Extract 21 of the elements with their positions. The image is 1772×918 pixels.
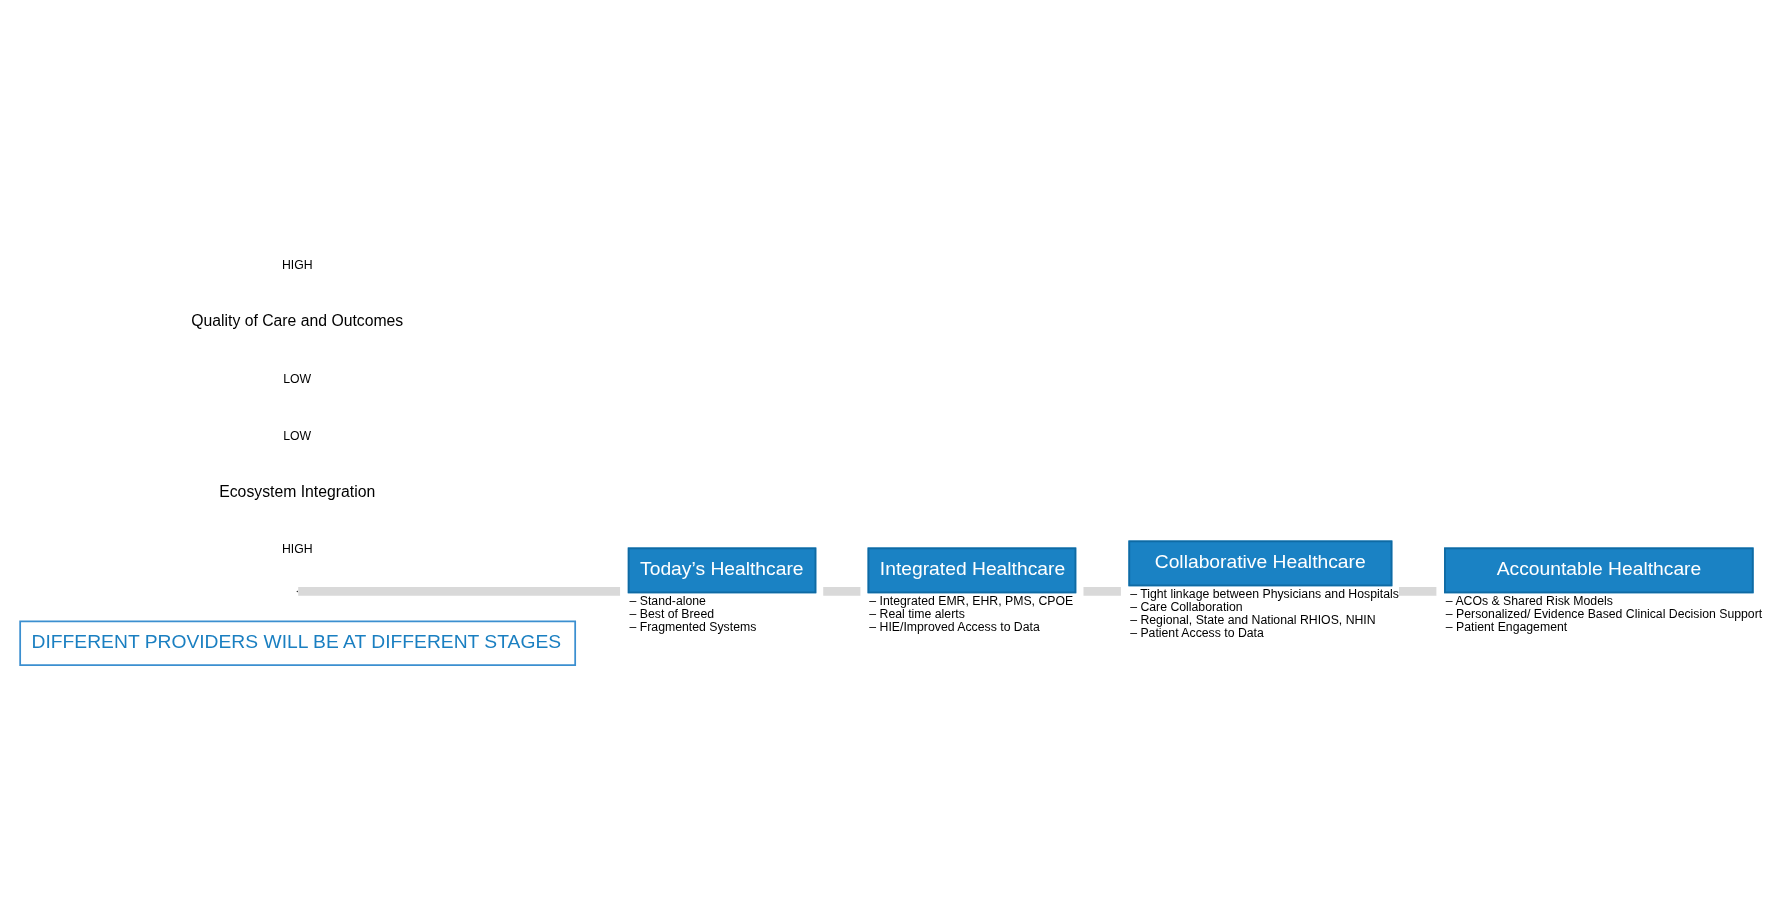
- label: LOW: [283, 371, 312, 386]
- node-label: – Integrated EMR, EHR, PMS, CPOE: [869, 593, 1074, 608]
- connector: [298, 586, 621, 596]
- label: HIGH: [281, 541, 313, 556]
- label: Ecosystem Integration: [219, 482, 376, 500]
- label: HIGH: [281, 257, 313, 272]
- node-label: – ACOs & Shared Risk Models: [1445, 593, 1613, 608]
- node-label: – Patient Engagement: [1445, 619, 1568, 634]
- connector: [823, 586, 861, 596]
- connector: [1083, 586, 1121, 596]
- node-label: – HIE/Improved Access to Data: [869, 619, 1040, 634]
- node-label: – Best of Breed: [629, 606, 715, 621]
- label: Quality of Care and Outcomes: [191, 311, 404, 329]
- node-label: – Personalized/ Evidence Based Clinical Decision Support: [1445, 606, 1763, 621]
- connector: [1399, 586, 1437, 596]
- node-label: – Fragmented Systems: [629, 619, 757, 634]
- node-label: – Real time alerts: [869, 606, 965, 621]
- node-label: – Stand-alone: [629, 593, 706, 608]
- label: LOW: [283, 428, 312, 443]
- node-label: – Regional, State and National RHIOS, NHIN: [1130, 612, 1376, 627]
- node-label: – Tight linkage between Physicians and Hospitals: [1130, 586, 1399, 601]
